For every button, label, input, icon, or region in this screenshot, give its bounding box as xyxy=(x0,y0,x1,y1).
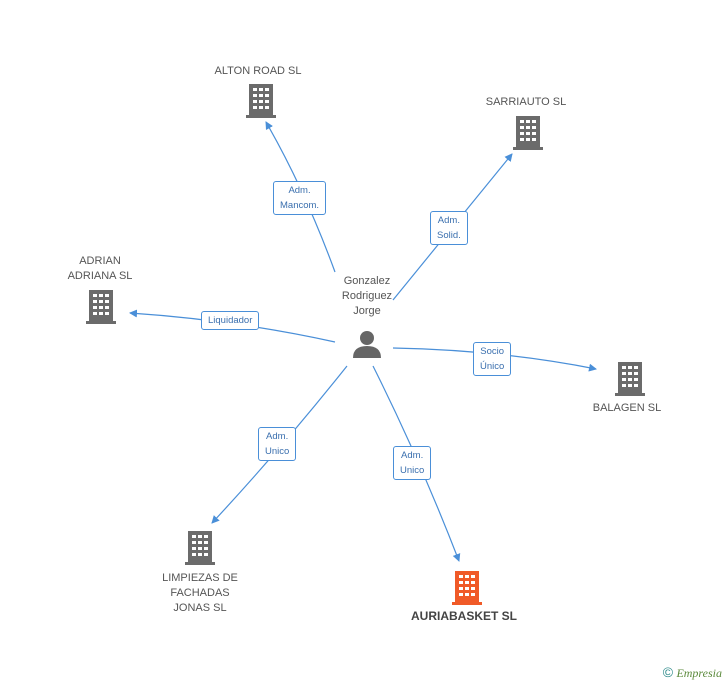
company-label-balagen[interactable]: BALAGEN SL xyxy=(592,402,662,414)
building-icon[interactable] xyxy=(513,116,543,150)
relation-badge-limpiezas: Adm. Unico xyxy=(258,427,297,461)
building-icon[interactable] xyxy=(615,362,645,396)
company-label-alton-road[interactable]: ALTON ROAD SL xyxy=(214,65,302,77)
copyright-icon: © xyxy=(662,664,674,680)
building-icon[interactable] xyxy=(185,531,215,565)
building-icon[interactable] xyxy=(86,290,116,324)
relation-badge-auriabasket: Adm. Unico xyxy=(393,446,432,480)
company-label-sarriauto[interactable]: SARRIAUTO SL xyxy=(485,96,567,108)
building-icon-highlighted[interactable] xyxy=(452,571,482,605)
person-icon[interactable] xyxy=(353,331,381,358)
relation-badge-sarriauto: Adm. Solid. xyxy=(430,211,468,245)
company-label-auriabasket[interactable]: AURIABASKET SL xyxy=(410,609,517,623)
relation-badge-alton-road: Adm. Mancom. xyxy=(273,181,327,215)
brand-name: Empresia xyxy=(676,666,722,680)
relation-badge-balagen: Socio Único xyxy=(473,342,512,376)
company-label-limpiezas[interactable]: LIMPIEZAS DE FACHADAS JONAS SL xyxy=(162,572,238,614)
center-person-label[interactable]: Gonzalez Rodriguez Jorge xyxy=(341,275,393,317)
company-label-adrian-adriana[interactable]: ADRIAN ADRIANA SL xyxy=(67,255,133,282)
building-icon[interactable] xyxy=(246,84,276,118)
watermark: © Empresia xyxy=(663,664,722,681)
relation-badge-adrian-adriana: Liquidador xyxy=(201,311,260,330)
